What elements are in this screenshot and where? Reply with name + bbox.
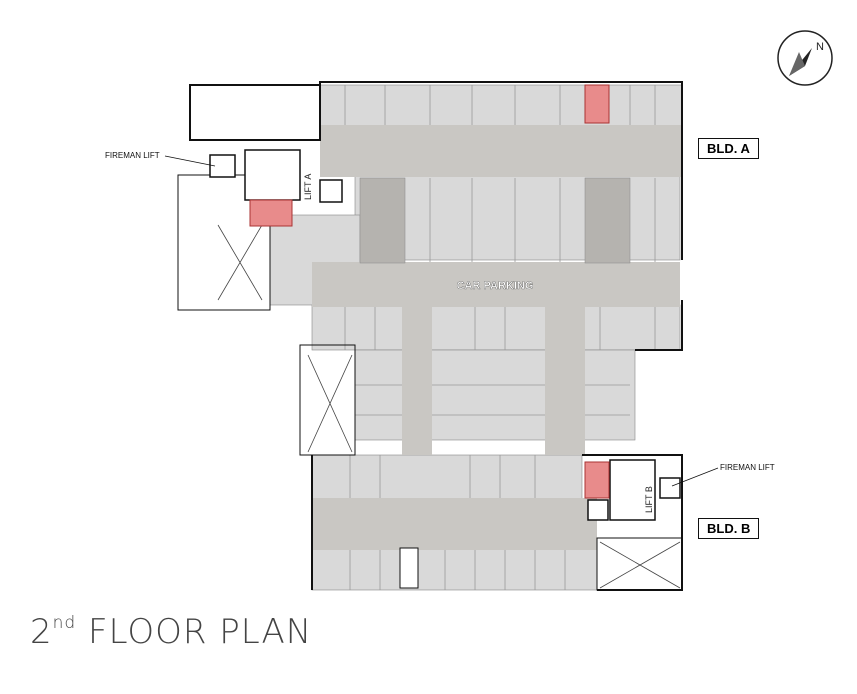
ramps	[359, 177, 631, 264]
north-label: N	[816, 41, 824, 53]
lift-a-label: LIFT A	[303, 174, 313, 200]
building-b-tag: BLD. B	[698, 518, 760, 539]
building-a-label: BLD. A	[707, 141, 750, 156]
fire-stairs	[249, 84, 610, 499]
title-suffix: nd	[52, 612, 77, 633]
lift-core-a	[209, 149, 343, 203]
fireman-lift-a-leader	[164, 155, 216, 167]
lift-b-label: LIFT B	[644, 486, 654, 513]
fireman-lift-b-leader	[671, 467, 719, 487]
building-b-label: BLD. B	[707, 521, 751, 536]
plan-title: 2nd FLOOR PLAN	[30, 612, 312, 652]
lift-core-b	[587, 459, 681, 521]
title-number: 2	[30, 612, 53, 652]
building-a-tag: BLD. A	[698, 138, 759, 159]
void-areas	[217, 224, 681, 589]
driveways	[312, 125, 682, 550]
stair-small	[399, 547, 419, 589]
car-parking-label: CAR PARKING	[457, 280, 534, 292]
fireman-lift-a-label: FIREMAN LIFT	[105, 151, 160, 160]
fireman-lift-b-label: FIREMAN LIFT	[720, 463, 775, 472]
north-arrow-icon: N	[777, 30, 833, 86]
parking-stall-lines	[344, 85, 656, 590]
title-text: FLOOR PLAN	[76, 612, 313, 652]
